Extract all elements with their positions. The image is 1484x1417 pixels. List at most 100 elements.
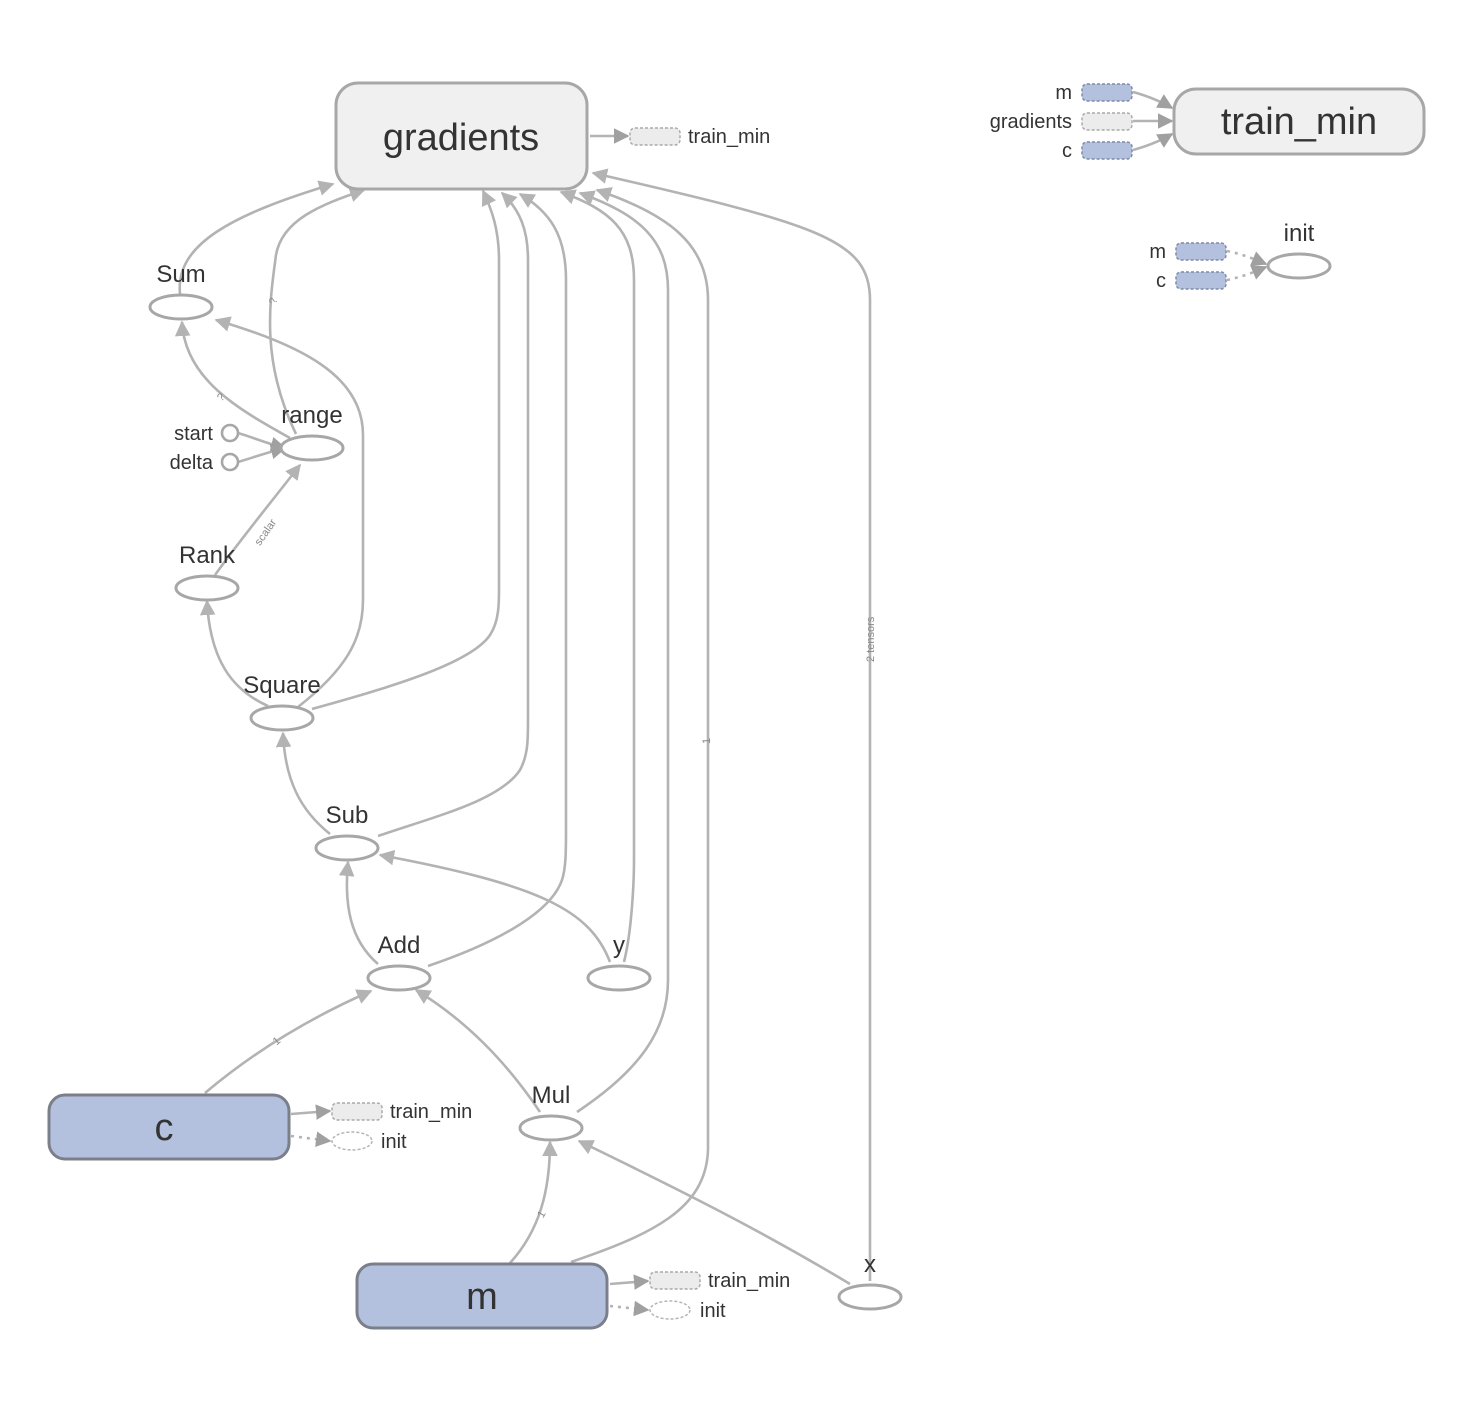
node-sum[interactable]: Sum — [148, 261, 214, 321]
stub-c-trainmin-label: train_min — [390, 1101, 472, 1123]
aux-trainmin-box[interactable] — [1172, 87, 1426, 156]
aux-edge-c-init — [1226, 265, 1268, 282]
aux-trainmin-input-gradients[interactable] — [1081, 112, 1133, 131]
edge-y-sub — [378, 849, 612, 963]
mul-ellipse[interactable] — [518, 1114, 584, 1142]
node-mul[interactable]: Mul — [518, 1082, 584, 1142]
x-ellipse[interactable] — [837, 1283, 903, 1311]
c-box[interactable] — [47, 1093, 291, 1161]
edge-c-init-stub — [290, 1131, 332, 1147]
m-box[interactable] — [355, 1262, 609, 1330]
stub-c-init-ellipse[interactable] — [331, 1131, 373, 1151]
edge-sum-gradients — [178, 180, 335, 295]
edge-m-trainmin-stub — [609, 1274, 650, 1290]
x-label: x — [864, 1251, 876, 1278]
edge-mul-gradients — [576, 190, 670, 1114]
sum-label: Sum — [156, 261, 205, 288]
edge-start-range — [237, 431, 287, 453]
edge-add-sub — [338, 860, 379, 965]
node-add[interactable]: Add — [366, 932, 432, 992]
square-label: Square — [243, 672, 320, 699]
aux-trainmin-title: train_min — [1221, 101, 1377, 143]
edge-c-trainmin-stub — [290, 1104, 332, 1120]
edge-x-mul — [577, 1139, 851, 1286]
node-range[interactable]: range — [279, 402, 345, 462]
stub-gradients-trainmin[interactable]: train_min — [629, 126, 770, 148]
gradients-box[interactable] — [334, 81, 589, 191]
aux-init-ellipse[interactable] — [1266, 252, 1332, 280]
edge-delta-range — [237, 443, 287, 464]
stub-m-trainmin-box[interactable] — [649, 1271, 701, 1290]
aux-edge-c-trainmin — [1132, 132, 1174, 152]
sum-ellipse[interactable] — [148, 293, 214, 321]
stub-c-trainmin[interactable]: train_min — [331, 1101, 472, 1123]
edge-square-rank — [199, 599, 269, 708]
stub-m-init-ellipse[interactable] — [649, 1300, 691, 1320]
edge-rank-range — [213, 463, 302, 576]
stub-c-init-label: init — [381, 1131, 407, 1153]
mul-label: Mul — [532, 1082, 571, 1109]
aux-trainmin-input-m-label: m — [1055, 82, 1072, 104]
edge-x-gradients — [591, 168, 872, 1281]
m-label: m — [466, 1276, 498, 1318]
node-gradients[interactable]: gradients — [334, 81, 589, 191]
aux-trainmin-input-gradients-label: gradients — [990, 111, 1072, 133]
aux-init-input-m-label: m — [1149, 241, 1166, 263]
c-label: c — [155, 1107, 174, 1149]
y-ellipse[interactable] — [586, 964, 652, 992]
edge-mul-add — [414, 988, 542, 1113]
delta-circle[interactable] — [220, 452, 240, 472]
add-label: Add — [378, 932, 421, 959]
gradients-label: gradients — [383, 117, 539, 159]
node-sub[interactable]: Sub — [314, 802, 380, 862]
node-c[interactable]: c — [47, 1093, 291, 1161]
aux-trainmin-input-m[interactable] — [1081, 83, 1133, 102]
add-ellipse[interactable] — [366, 964, 432, 992]
sub-ellipse[interactable] — [314, 834, 380, 862]
range-ellipse[interactable] — [279, 434, 345, 462]
node-m[interactable]: m — [355, 1262, 609, 1330]
node-start[interactable]: start — [174, 423, 240, 445]
edge-m-mul — [509, 1140, 558, 1264]
edge-label-x-gradients: 2 tensors — [865, 616, 877, 662]
range-label: range — [281, 402, 342, 429]
start-circle[interactable] — [220, 423, 240, 443]
edge-range-gradients — [268, 187, 366, 435]
edge-m-gradients — [570, 187, 710, 1264]
node-x[interactable]: x — [837, 1251, 903, 1311]
stub-c-trainmin-box[interactable] — [331, 1102, 383, 1121]
node-square[interactable]: Square — [243, 672, 321, 732]
node-rank[interactable]: Rank — [174, 542, 240, 602]
edge-m-init-stub — [609, 1300, 650, 1317]
aux-train-min[interactable]: m gradients c train_min — [990, 82, 1426, 162]
square-ellipse[interactable] — [249, 704, 315, 732]
edge-label-m-mul: 1 — [535, 1209, 548, 1220]
node-y[interactable]: y — [586, 932, 652, 992]
node-delta[interactable]: delta — [170, 452, 240, 474]
rank-ellipse[interactable] — [174, 574, 240, 602]
stub-m-trainmin-label: train_min — [708, 1270, 790, 1292]
edge-label-range-gradients: ? — [267, 297, 280, 305]
edge-range-sum — [174, 320, 291, 440]
aux-edge-m-init — [1226, 249, 1268, 266]
aux-init-title: init — [1284, 220, 1315, 247]
stub-gradients-trainmin-box[interactable] — [629, 127, 681, 146]
stub-m-init[interactable]: init — [649, 1300, 726, 1322]
aux-init-input-m[interactable] — [1175, 242, 1227, 261]
aux-init-input-c-label: c — [1156, 270, 1166, 292]
stub-m-init-label: init — [700, 1300, 726, 1322]
stub-m-trainmin[interactable]: train_min — [649, 1270, 790, 1292]
aux-init-input-c[interactable] — [1175, 271, 1227, 290]
aux-edge-m-trainmin — [1132, 90, 1174, 110]
stub-c-init[interactable]: init — [331, 1131, 407, 1153]
rank-label: Rank — [179, 542, 236, 569]
sub-label: Sub — [326, 802, 369, 829]
edges — [174, 128, 872, 1317]
aux-trainmin-input-c[interactable] — [1081, 141, 1133, 160]
edge-sub-square — [275, 731, 331, 836]
start-label: start — [174, 423, 213, 445]
aux-init[interactable]: m c init — [1149, 220, 1332, 292]
y-label: y — [613, 932, 625, 959]
aux-trainmin-input-c-label: c — [1062, 140, 1072, 162]
